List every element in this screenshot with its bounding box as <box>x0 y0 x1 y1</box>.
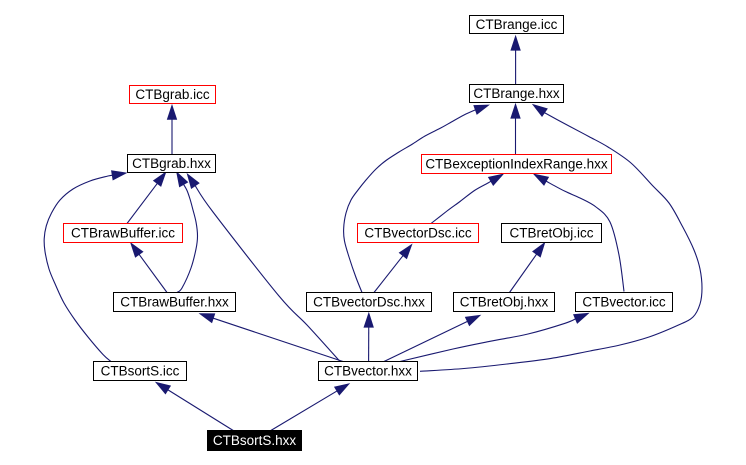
svg-text:CTBvector.icc: CTBvector.icc <box>582 295 666 310</box>
svg-text:CTBrange.hxx: CTBrange.hxx <box>473 86 560 101</box>
svg-text:CTBvectorDsc.icc: CTBvectorDsc.icc <box>364 226 472 241</box>
svg-text:CTBsortS.hxx: CTBsortS.hxx <box>213 433 297 448</box>
svg-text:CTBretObj.icc: CTBretObj.icc <box>509 226 593 241</box>
svg-text:CTBgrab.icc: CTBgrab.icc <box>135 87 210 102</box>
svg-text:CTBvector.hxx: CTBvector.hxx <box>324 364 412 379</box>
svg-text:CTBrawBuffer.icc: CTBrawBuffer.icc <box>71 226 175 241</box>
svg-text:CTBgrab.hxx: CTBgrab.hxx <box>132 156 211 171</box>
svg-text:CTBvectorDsc.hxx: CTBvectorDsc.hxx <box>313 295 425 310</box>
svg-text:CTBrawBuffer.hxx: CTBrawBuffer.hxx <box>120 295 229 310</box>
svg-text:CTBsortS.icc: CTBsortS.icc <box>101 364 180 379</box>
svg-text:CTBexceptionIndexRange.hxx: CTBexceptionIndexRange.hxx <box>425 157 608 172</box>
svg-text:CTBretObj.hxx: CTBretObj.hxx <box>460 295 549 310</box>
svg-text:CTBrange.icc: CTBrange.icc <box>476 17 558 32</box>
